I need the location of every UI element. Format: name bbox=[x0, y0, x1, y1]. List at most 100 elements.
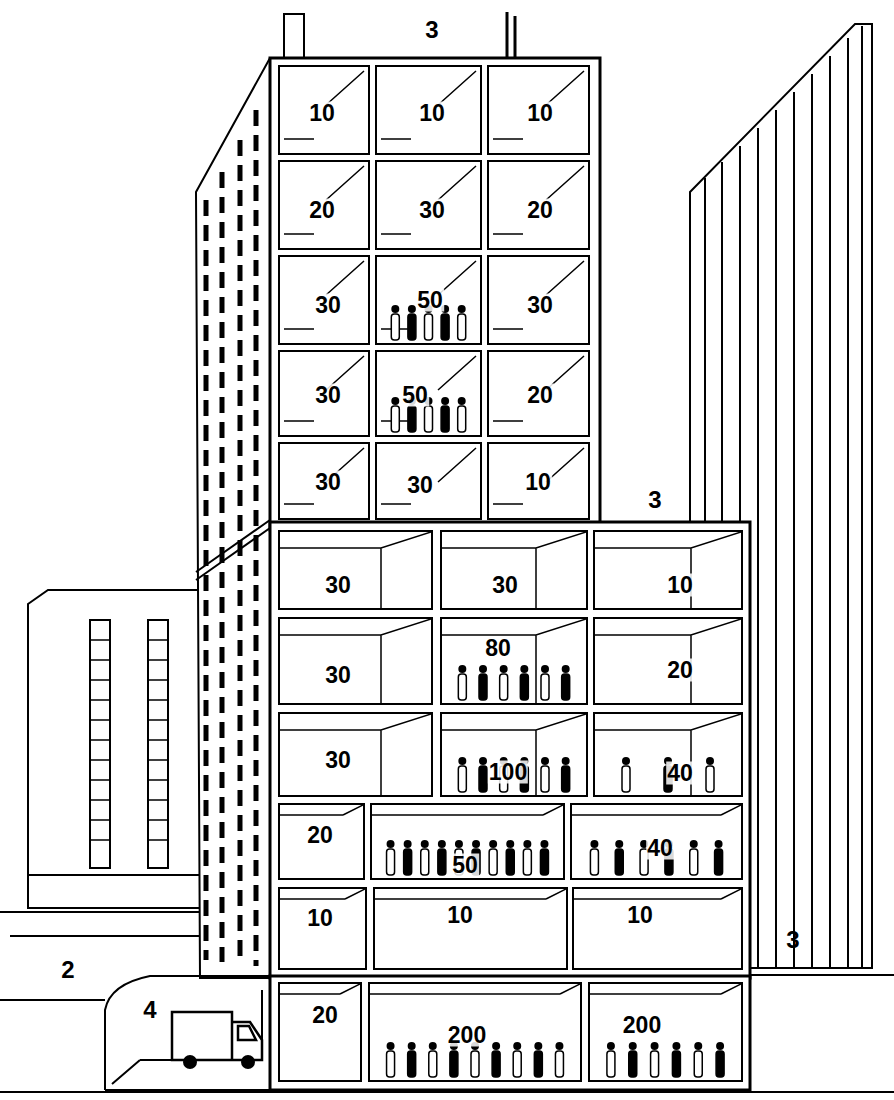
occupancy-number: 50 bbox=[451, 854, 479, 877]
person-body bbox=[404, 849, 412, 875]
person-body bbox=[441, 314, 449, 340]
room-box: 40 bbox=[593, 712, 743, 797]
person-head bbox=[534, 1042, 542, 1050]
left-building-window-strip bbox=[90, 620, 110, 868]
person-body bbox=[425, 314, 433, 340]
room-box: 40 bbox=[570, 803, 743, 880]
basement-frame bbox=[270, 976, 750, 1090]
person-head bbox=[706, 757, 714, 765]
facade-windows bbox=[206, 110, 256, 966]
person-head bbox=[690, 840, 698, 848]
room-perspective bbox=[442, 619, 586, 703]
person-head bbox=[615, 840, 623, 848]
perspective-line bbox=[280, 714, 431, 795]
occupancy-number: 40 bbox=[666, 762, 694, 785]
window-panes bbox=[90, 640, 168, 840]
person-body bbox=[387, 849, 395, 875]
person-body bbox=[408, 406, 416, 432]
person-head bbox=[555, 1042, 563, 1050]
occupancy-number: 50 bbox=[416, 289, 444, 312]
person-head bbox=[408, 305, 416, 313]
person-head bbox=[404, 840, 412, 848]
room-box: 30 bbox=[375, 442, 482, 520]
person-head bbox=[629, 1042, 637, 1050]
person-body bbox=[458, 406, 466, 432]
person-body bbox=[450, 1051, 458, 1077]
perspective-line bbox=[493, 166, 584, 234]
occupancy-number: 30 bbox=[324, 749, 352, 772]
person-head bbox=[387, 1042, 395, 1050]
perspective-line bbox=[284, 71, 364, 139]
person-head bbox=[607, 1042, 615, 1050]
perspective-line bbox=[284, 356, 364, 421]
person-body bbox=[534, 1051, 542, 1077]
perspective-line bbox=[381, 71, 476, 139]
occupancy-number: 20 bbox=[308, 199, 336, 222]
person-body bbox=[629, 1051, 637, 1077]
person-head bbox=[672, 1042, 680, 1050]
perspective-line bbox=[280, 805, 363, 815]
person-head bbox=[715, 840, 723, 848]
occupancy-number: 10 bbox=[626, 904, 654, 927]
person-body bbox=[540, 849, 548, 875]
person-head bbox=[520, 665, 528, 673]
occupancy-number: 200 bbox=[447, 1024, 487, 1047]
person-head bbox=[562, 665, 570, 673]
perspective-line bbox=[375, 889, 566, 899]
person-head bbox=[540, 840, 548, 848]
tower-frame bbox=[270, 58, 600, 530]
occupancy-number: 10 bbox=[446, 904, 474, 927]
person-head bbox=[391, 397, 399, 405]
person-body bbox=[562, 766, 570, 792]
perspective-line bbox=[284, 261, 364, 329]
person-head bbox=[694, 1042, 702, 1050]
person-head bbox=[541, 757, 549, 765]
person-head bbox=[421, 840, 429, 848]
callout-number: 4 bbox=[143, 998, 156, 1022]
occupancy-number: 10 bbox=[524, 471, 552, 494]
room-box: 50 bbox=[375, 350, 482, 437]
room-box: 10 bbox=[487, 65, 590, 155]
room-perspective bbox=[574, 889, 741, 968]
perspective-line bbox=[442, 532, 586, 608]
occupancy-number: 10 bbox=[666, 574, 694, 597]
person-head bbox=[541, 665, 549, 673]
person-body bbox=[492, 1051, 500, 1077]
person-body bbox=[458, 314, 466, 340]
room-box: 30 bbox=[278, 530, 433, 610]
person-head bbox=[506, 840, 514, 848]
person-head bbox=[438, 840, 446, 848]
room-perspective bbox=[375, 889, 566, 968]
person-body bbox=[391, 314, 399, 340]
occupancy-number: 200 bbox=[622, 1014, 662, 1037]
perspective-line bbox=[280, 984, 360, 994]
person-head bbox=[458, 397, 466, 405]
room-perspective bbox=[590, 984, 741, 1080]
perspective-line bbox=[572, 805, 741, 815]
room-box: 10 bbox=[278, 65, 370, 155]
room-box: 20 bbox=[487, 350, 590, 437]
person-body bbox=[513, 1051, 521, 1077]
person-head bbox=[391, 305, 399, 313]
perspective-line bbox=[280, 889, 365, 899]
person-body bbox=[441, 406, 449, 432]
person-body bbox=[541, 674, 549, 700]
occupancy-number: 30 bbox=[526, 294, 554, 317]
perspective-line bbox=[595, 714, 741, 795]
perspective-line bbox=[590, 984, 741, 994]
person-body bbox=[425, 406, 433, 432]
van-wheel bbox=[183, 1055, 197, 1069]
person-head bbox=[492, 1042, 500, 1050]
perspective-line bbox=[442, 714, 586, 795]
person-body bbox=[408, 314, 416, 340]
room-box: 10 bbox=[373, 887, 568, 970]
room-box: 50 bbox=[375, 255, 482, 345]
room-box: 30 bbox=[487, 255, 590, 345]
person-body bbox=[479, 674, 487, 700]
room-box: 10 bbox=[375, 65, 482, 155]
room-box: 200 bbox=[368, 982, 582, 1082]
room-box: 10 bbox=[278, 887, 367, 970]
person-body bbox=[590, 849, 598, 875]
perspective-line bbox=[284, 166, 364, 234]
